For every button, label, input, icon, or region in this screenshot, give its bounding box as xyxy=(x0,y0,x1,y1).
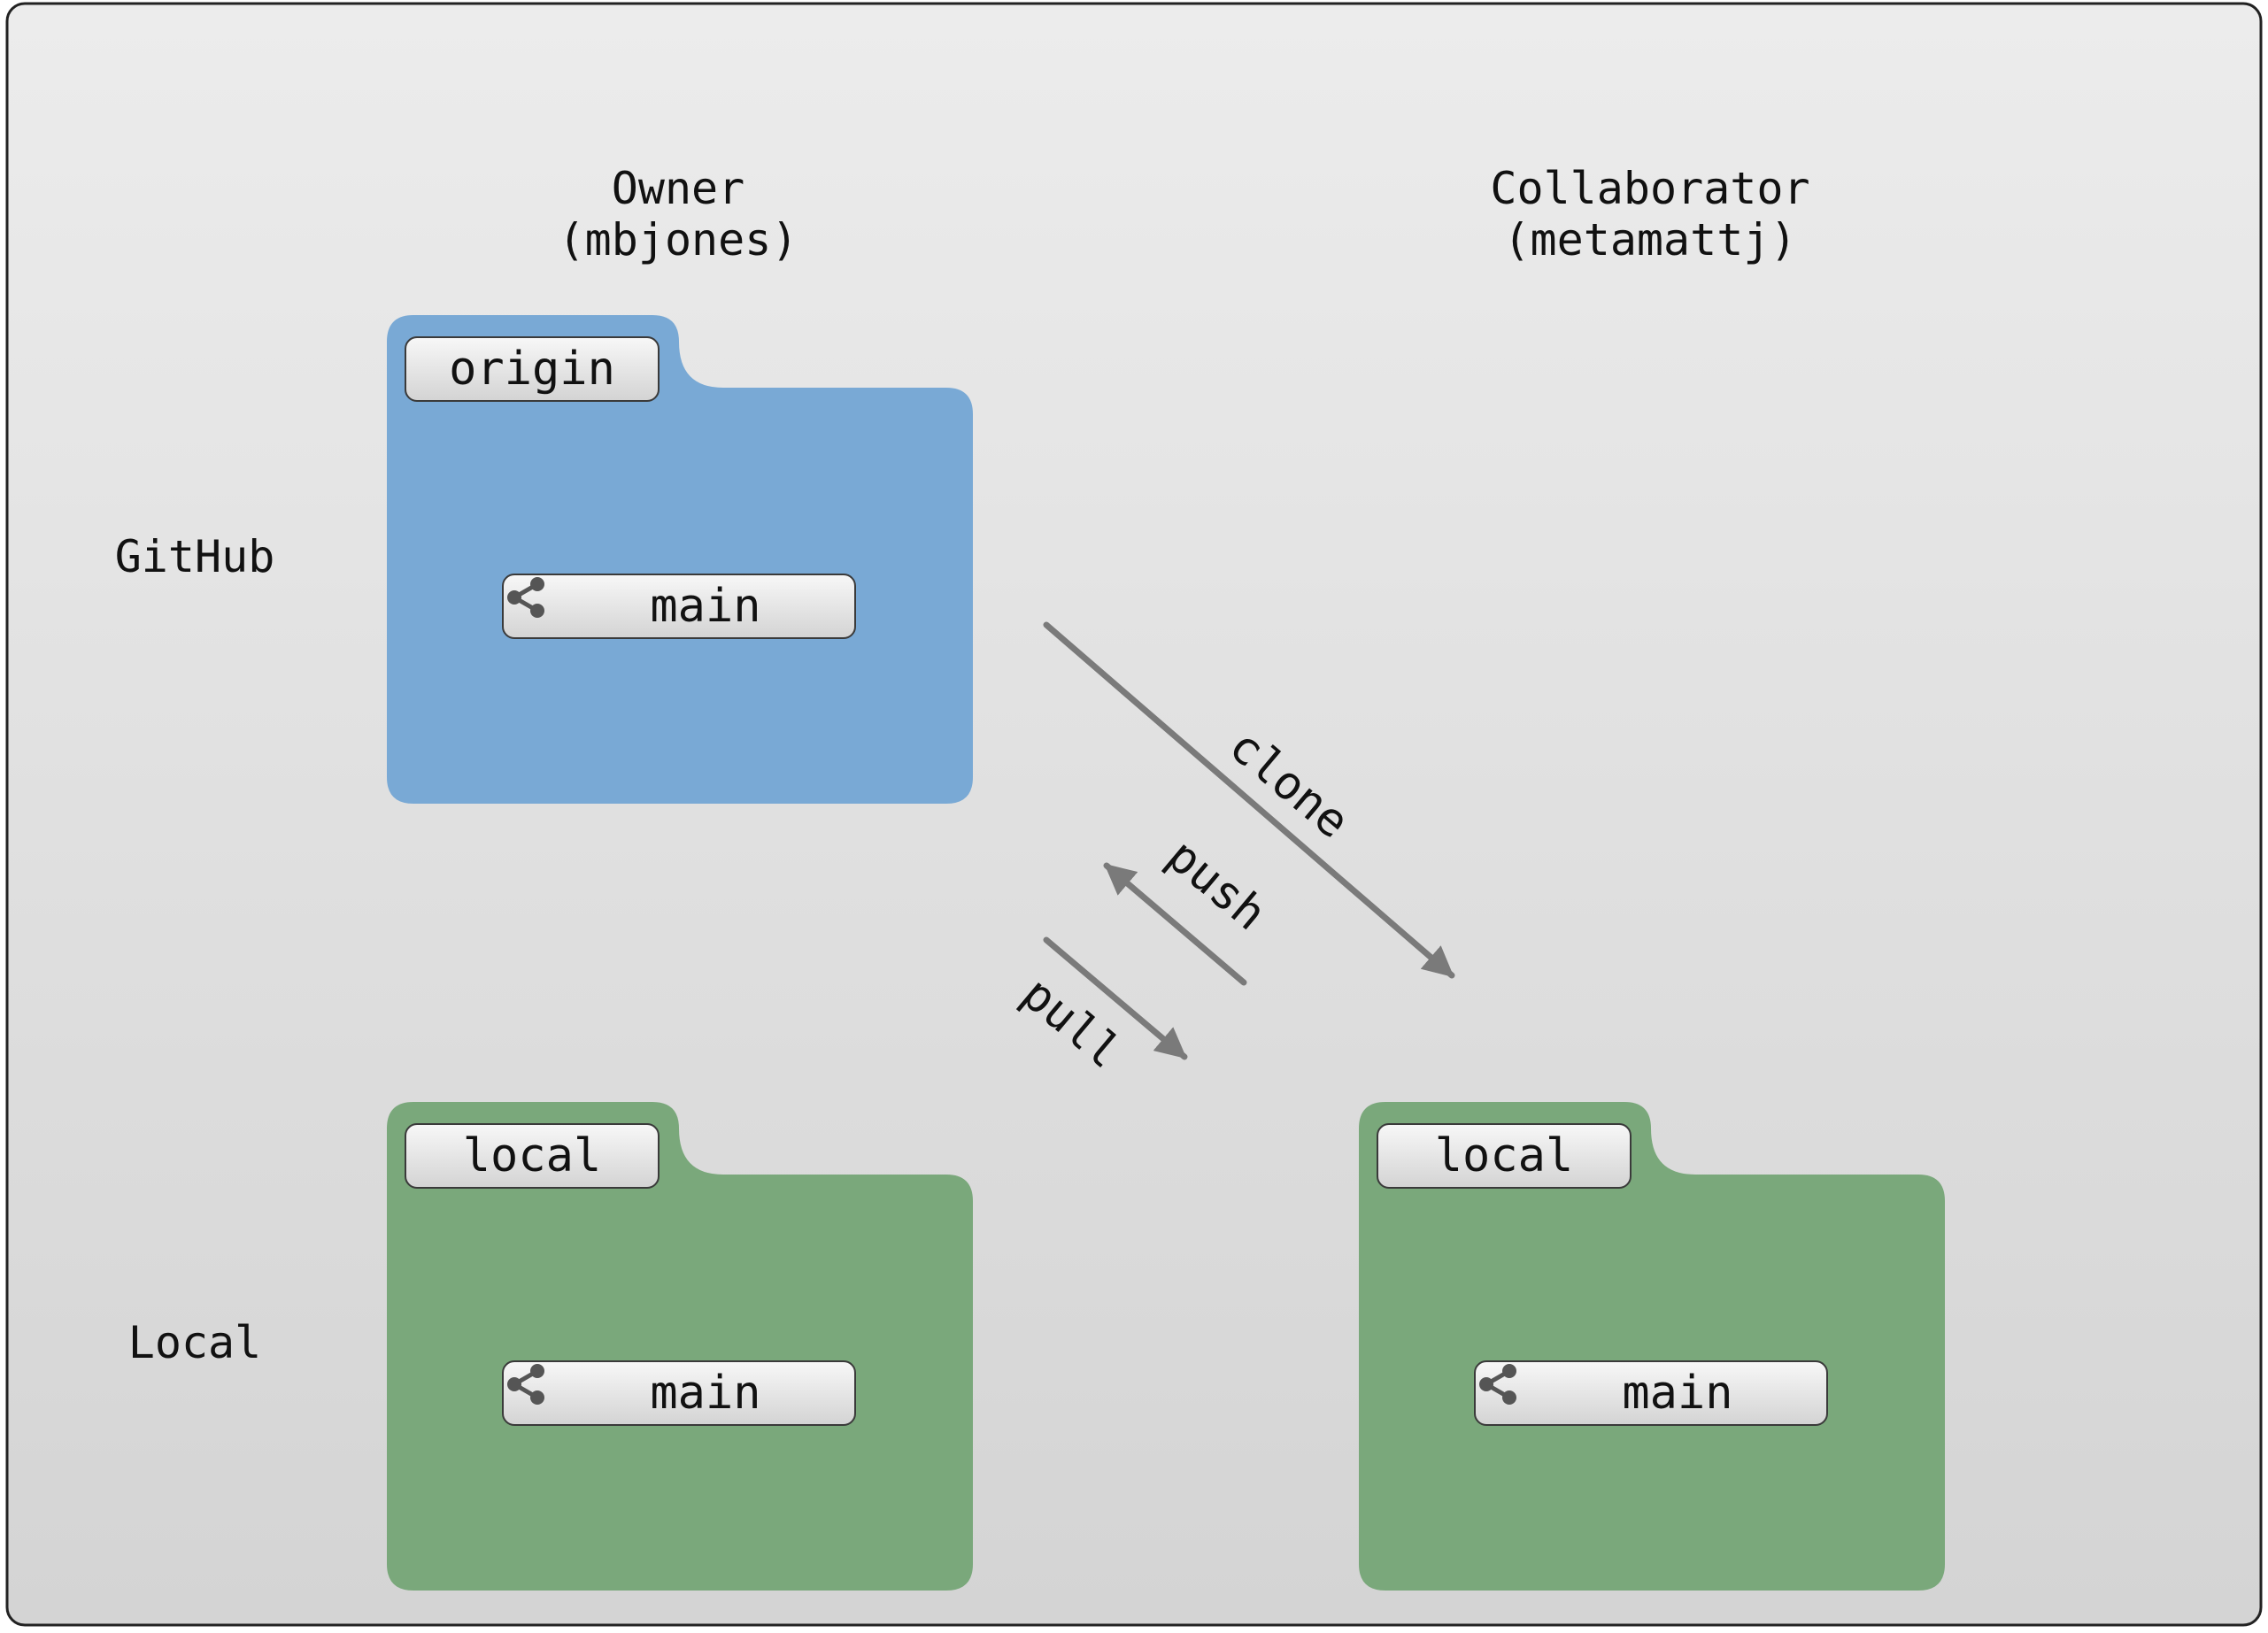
share-branch-icon xyxy=(507,1364,544,1405)
branch-name: main xyxy=(1622,1367,1733,1420)
collaborator-title: Collaborator xyxy=(1490,163,1810,214)
collaborator-handle: (metamattj) xyxy=(1503,214,1797,266)
branch-main-owner-local[interactable]: main xyxy=(502,1360,856,1426)
branch-name: main xyxy=(650,580,761,633)
share-branch-icon xyxy=(1479,1364,1516,1405)
owner-handle: (mbjones) xyxy=(558,214,798,266)
owner-title: Owner xyxy=(611,163,745,214)
owner-column-header: Owner (mbjones) xyxy=(501,163,855,266)
folder-shape xyxy=(387,315,973,804)
pull-arrow xyxy=(1043,936,1188,1060)
collaborator-local-repo-folder: local main xyxy=(1359,1102,1945,1591)
owner-local-repo-folder: local main xyxy=(387,1102,973,1591)
github-row-label: GitHub xyxy=(114,531,275,582)
local-row-label: Local xyxy=(127,1317,262,1368)
collaborator-column-header: Collaborator (metamattj) xyxy=(1420,163,1880,266)
clone-arrow xyxy=(1043,621,1455,979)
branch-main-owner-github[interactable]: main xyxy=(502,574,856,639)
share-branch-icon xyxy=(507,577,544,618)
repo-tab-local-owner: local xyxy=(405,1123,660,1189)
branch-name: main xyxy=(650,1367,761,1420)
repo-tab-local-collaborator: local xyxy=(1377,1123,1632,1189)
folder-shape xyxy=(1359,1102,1945,1591)
folder-shape xyxy=(387,1102,973,1591)
push-arrow xyxy=(1103,862,1247,986)
branch-main-collaborator-local[interactable]: main xyxy=(1474,1360,1828,1426)
repo-tab-origin: origin xyxy=(405,336,660,402)
owner-github-repo-folder: origin main xyxy=(387,315,973,804)
